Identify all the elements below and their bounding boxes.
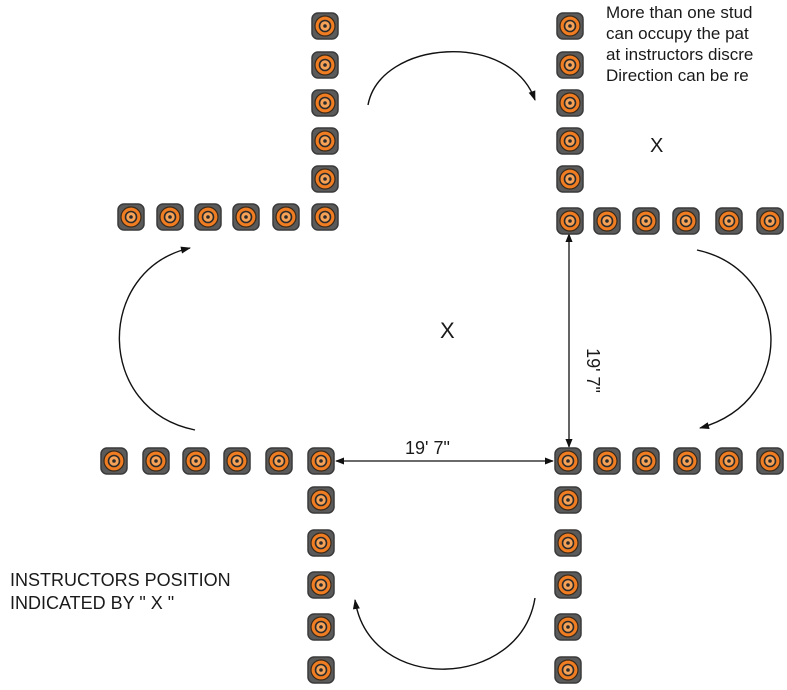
curved-arrow-icon (367, 51, 536, 106)
traffic-cone-icon (265, 447, 293, 475)
dimension-label-vertical: 19' 7" (582, 348, 603, 393)
traffic-cone-icon (632, 447, 660, 475)
traffic-cone-icon (142, 447, 170, 475)
cone-layout (100, 12, 784, 684)
traffic-cone-icon (556, 51, 584, 79)
traffic-cone-icon (715, 447, 743, 475)
traffic-cone-icon (756, 207, 784, 235)
dimension-lines (335, 233, 573, 465)
traffic-cone-icon (556, 207, 584, 235)
curved-arrow-icon (118, 246, 196, 431)
note-line: at instructors discre (606, 45, 754, 64)
traffic-cone-icon (556, 127, 584, 155)
traffic-cone-icon (156, 203, 184, 231)
traffic-cone-icon (715, 207, 743, 235)
traffic-cone-icon (556, 89, 584, 117)
traffic-cone-icon (756, 447, 784, 475)
note-line: More than one stud (606, 3, 753, 22)
traffic-cone-icon (307, 571, 335, 599)
traffic-cone-icon (673, 447, 701, 475)
dimension-label-horizontal: 19' 7" (405, 438, 450, 458)
direction-arrows (118, 51, 772, 670)
traffic-cone-icon (100, 447, 128, 475)
traffic-cone-icon (311, 51, 339, 79)
traffic-cone-icon (632, 207, 660, 235)
traffic-cone-icon (593, 207, 621, 235)
curved-arrow-icon (352, 597, 536, 670)
legend-line: INSTRUCTORS POSITION (10, 570, 231, 590)
traffic-cone-icon (307, 486, 335, 514)
instructor-position-marker: X (650, 135, 664, 157)
traffic-cone-icon (307, 529, 335, 557)
traffic-cone-icon (554, 529, 582, 557)
traffic-cone-icon (672, 207, 700, 235)
traffic-cone-icon (182, 447, 210, 475)
note-line: Direction can be re (606, 66, 749, 85)
traffic-cone-icon (554, 571, 582, 599)
legend-line: INDICATED BY " X " (10, 593, 175, 613)
note-line: can occupy the pat (606, 24, 749, 43)
traffic-cone-icon (307, 447, 335, 475)
traffic-cone-icon (593, 447, 621, 475)
traffic-cone-icon (556, 12, 584, 40)
traffic-cone-icon (554, 656, 582, 684)
traffic-cone-icon (554, 447, 582, 475)
traffic-cone-icon (556, 165, 584, 193)
traffic-cone-icon (311, 89, 339, 117)
curved-arrow-icon (696, 249, 772, 429)
traffic-cone-icon (311, 165, 339, 193)
traffic-cone-icon (554, 613, 582, 641)
traffic-cone-icon (194, 203, 222, 231)
traffic-cone-icon (311, 127, 339, 155)
traffic-cone-icon (223, 447, 251, 475)
traffic-cone-icon (307, 656, 335, 684)
legend: INSTRUCTORS POSITION INDICATED BY " X " (10, 569, 231, 615)
traffic-cone-icon (232, 203, 260, 231)
traffic-cone-icon (307, 613, 335, 641)
traffic-cone-icon (117, 203, 145, 231)
traffic-cone-icon (272, 203, 300, 231)
traffic-cone-icon (554, 486, 582, 514)
instructor-position-marker: X (440, 318, 455, 343)
traffic-cone-icon (311, 12, 339, 40)
course-note: More than one stud can occupy the pat at… (606, 2, 753, 86)
traffic-cone-icon (311, 203, 339, 231)
